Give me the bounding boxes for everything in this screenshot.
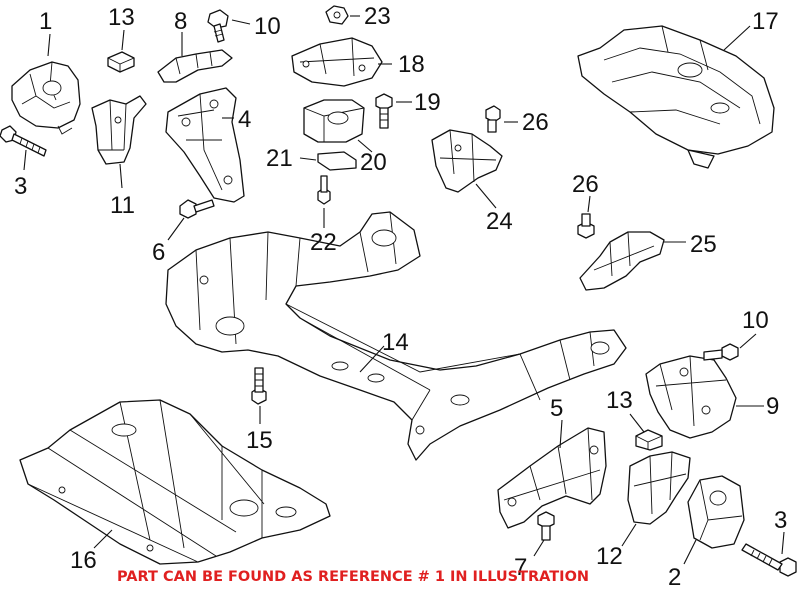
callout-22: 22 — [310, 229, 337, 256]
callout-23: 23 — [364, 3, 391, 30]
bolt-part-26-top — [485, 105, 501, 133]
callout-4: 4 — [238, 106, 251, 133]
callout-6: 6 — [152, 239, 165, 266]
callout-10-top: 10 — [254, 13, 281, 40]
callout-25: 25 — [690, 231, 717, 258]
callout-18: 18 — [398, 51, 425, 78]
bracket-part-11 — [91, 95, 147, 165]
callout-24: 24 — [486, 208, 513, 235]
pad-part-13-bottom — [635, 429, 663, 451]
callout-numbers: 1 13 8 10 23 17 18 19 4 26 3 11 21 20 24… — [14, 3, 787, 591]
bolt-part-3-bottom — [741, 543, 797, 577]
stud-part-15 — [251, 367, 267, 405]
callout-5: 5 — [550, 395, 563, 422]
subframe-part-17 — [577, 25, 775, 169]
bolt-part-6 — [179, 199, 215, 219]
stud-part-22 — [317, 175, 331, 205]
bolt-part-3-top — [0, 125, 47, 157]
reference-notice: PART CAN BE FOUND AS REFERENCE # 1 IN IL… — [117, 569, 589, 585]
bracket-part-5 — [497, 427, 607, 529]
shield-part-8 — [157, 49, 233, 83]
callout-26-mid: 26 — [572, 171, 599, 198]
rubber-mount-part-20 — [303, 99, 365, 143]
heat-shield-part-9 — [645, 355, 737, 439]
bracket-part-24 — [431, 129, 503, 193]
callout-8: 8 — [174, 8, 187, 35]
leader-lines — [23, 15, 785, 565]
callout-26-top: 26 — [522, 109, 549, 136]
clip-part-21 — [317, 151, 357, 171]
bolt-part-19 — [375, 93, 393, 129]
callout-2: 2 — [668, 564, 681, 591]
callout-16: 16 — [70, 547, 97, 574]
callout-7: 7 — [514, 554, 527, 581]
engine-mount-part-2 — [687, 475, 745, 549]
callout-13-bottom: 13 — [606, 387, 633, 414]
bracket-part-12 — [627, 451, 691, 525]
bolt-part-10-top — [207, 9, 229, 43]
bracket-part-25 — [579, 231, 665, 291]
callout-19: 19 — [414, 89, 441, 116]
callout-10-bottom: 10 — [742, 307, 769, 334]
callout-17: 17 — [752, 8, 779, 35]
callout-11: 11 — [110, 192, 135, 219]
callout-14: 14 — [382, 329, 409, 356]
callout-12: 12 — [596, 543, 623, 570]
engine-mount-part-1 — [11, 61, 81, 135]
callout-3-top: 3 — [14, 173, 27, 200]
callout-13-top: 13 — [108, 4, 135, 31]
bolt-part-10-bottom — [703, 343, 739, 361]
mount-plate-part-18 — [291, 37, 383, 87]
callout-20: 20 — [360, 149, 387, 176]
pad-part-13-top — [107, 51, 135, 73]
callout-21: 21 — [266, 145, 293, 172]
crossmember-part-14 — [165, 211, 627, 461]
bracket-part-4 — [165, 87, 245, 203]
bolt-part-7 — [537, 511, 555, 541]
bolt-part-26-mid — [577, 213, 595, 239]
callout-9: 9 — [766, 393, 779, 420]
callout-15: 15 — [246, 427, 273, 454]
callout-3-bottom: 3 — [774, 507, 787, 534]
callout-1-top: 1 — [39, 8, 52, 35]
nut-part-23 — [325, 5, 349, 25]
lower-frame-part-16 — [19, 399, 331, 565]
